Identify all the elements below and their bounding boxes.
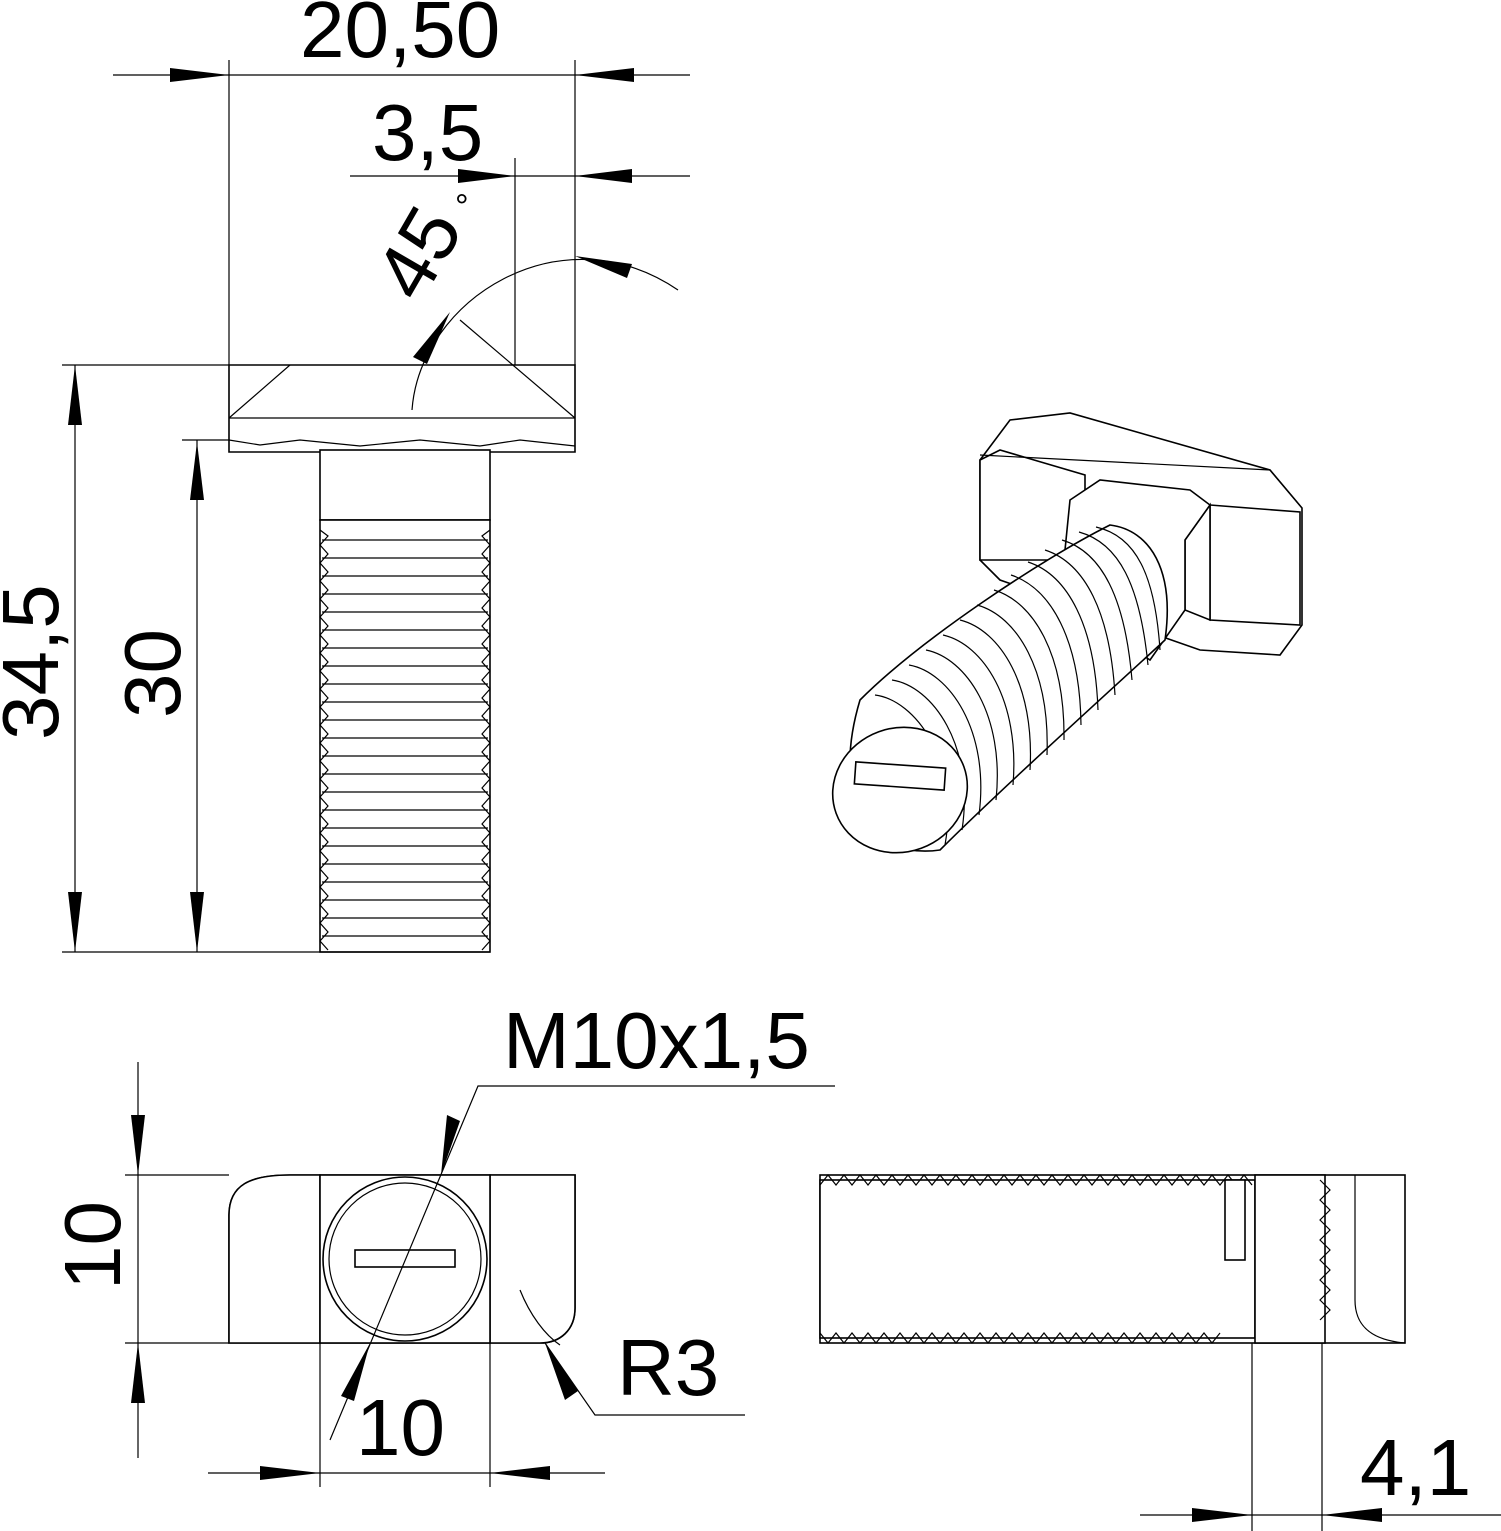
thread-length-label: 30 (108, 629, 197, 718)
isometric-view (831, 412, 1303, 854)
corner-radius-label: R3 (617, 1323, 719, 1412)
top-view: 10 10 M10x1,5 R3 (48, 996, 835, 1487)
front-view: 20,50 3,5 45 ° 34,5 30 (0, 0, 690, 953)
thread-lines-iso (874, 526, 1161, 846)
serration-width-label: 4,1 (1360, 1423, 1471, 1512)
side-view: 4,1 (819, 1174, 1501, 1531)
head-width-label: 20,50 (300, 0, 500, 74)
total-length-label: 34,5 (0, 584, 75, 740)
head-depth-label: 10 (356, 1383, 445, 1472)
degree-symbol: ° (455, 188, 469, 226)
thread-spec-label: M10x1,5 (503, 996, 810, 1085)
chamfer-offset-label: 3,5 (372, 88, 483, 177)
thread-crests-side (819, 1174, 1253, 1344)
head-height-label: 10 (48, 1201, 137, 1290)
thread-lines-front (319, 529, 491, 951)
